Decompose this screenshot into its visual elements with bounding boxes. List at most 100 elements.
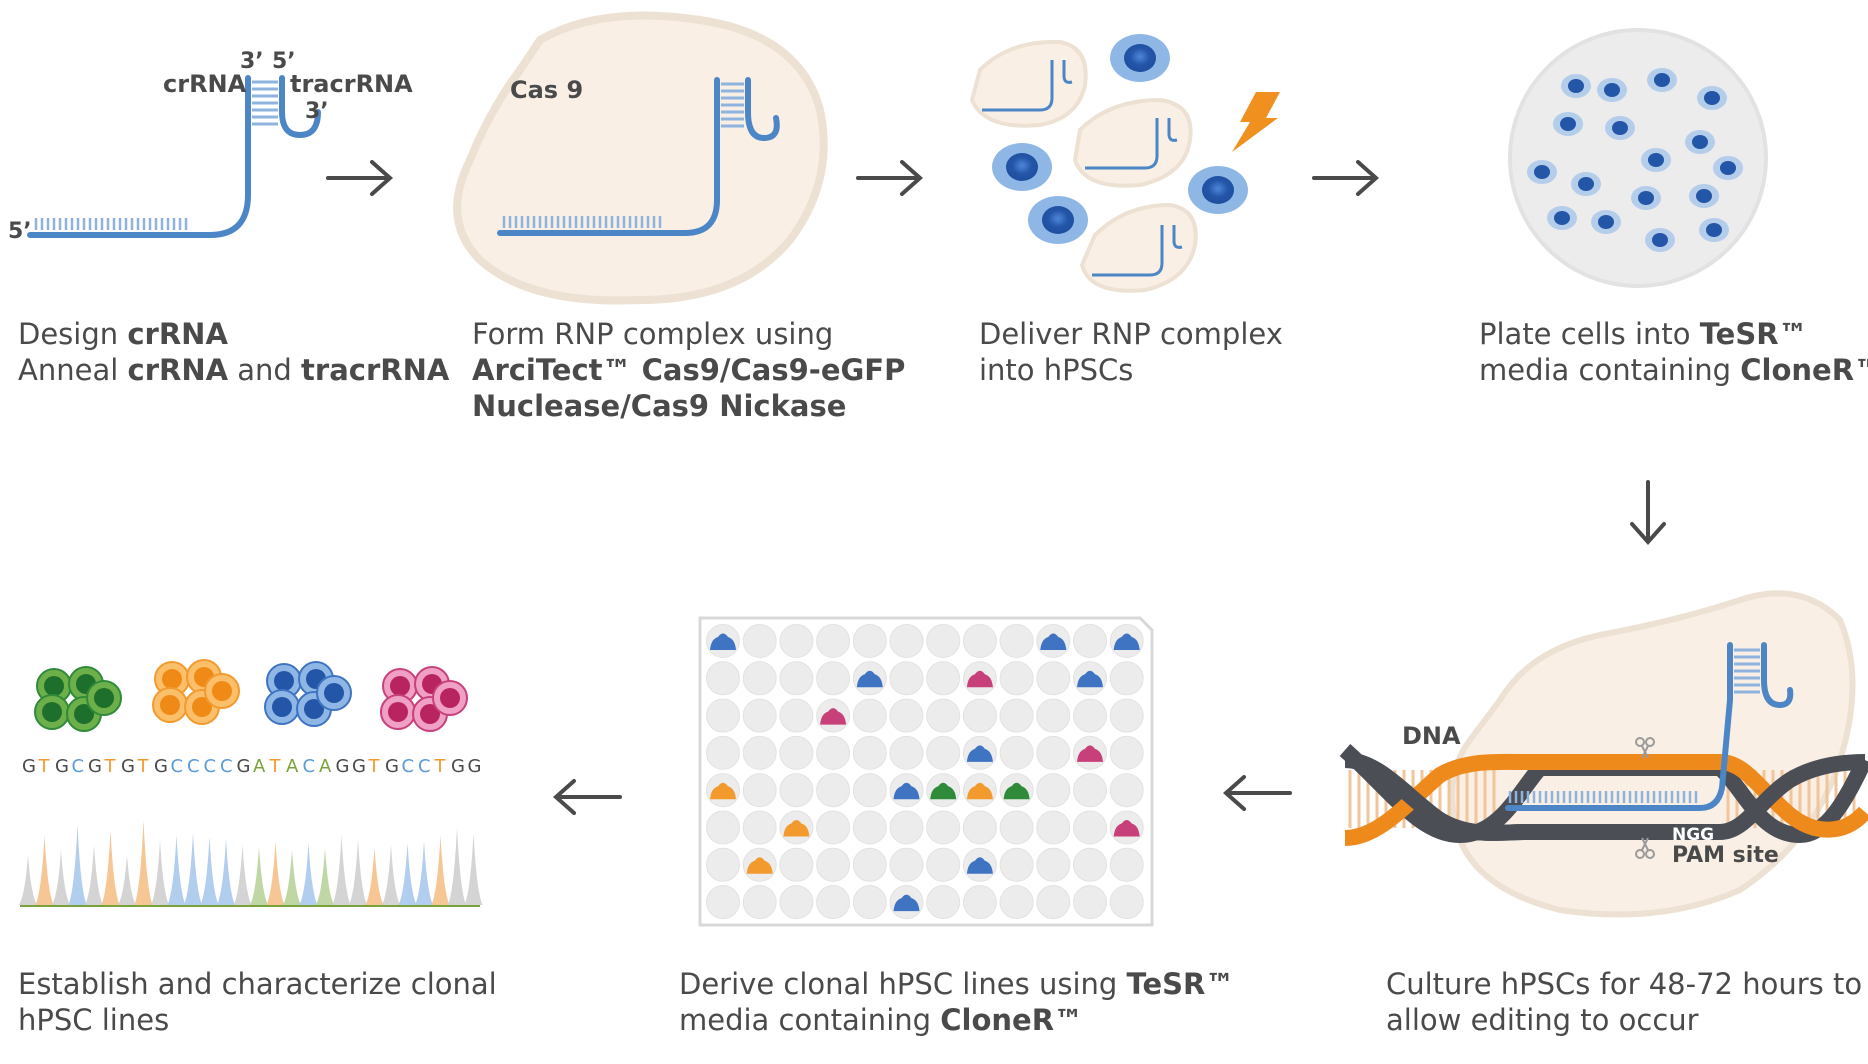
plate-well [779, 624, 814, 658]
plate-well [962, 885, 997, 920]
plate-well [926, 624, 961, 658]
plate-well [1109, 847, 1144, 882]
cell-colony [1077, 670, 1103, 688]
label-5prime-top-right: 5’ [272, 49, 296, 74]
plate-well [889, 735, 924, 770]
chromatogram-peak [19, 855, 37, 905]
plated-cell [1699, 218, 1729, 242]
plate-well [852, 698, 887, 733]
sequence-base: T [368, 756, 381, 777]
plated-cell [1553, 112, 1583, 136]
sequence-base: C [418, 756, 431, 777]
plate-well [926, 810, 961, 845]
arrow-left-2 [552, 779, 622, 815]
chromatogram-peak [52, 850, 70, 905]
label-dna: DNA [1402, 722, 1461, 750]
plated-cell [1597, 78, 1627, 102]
plate-well [706, 735, 740, 770]
sequence-base: G [451, 756, 465, 777]
step4-plated-dish-illustration [1508, 28, 1768, 288]
plate-well [742, 661, 777, 696]
chromatogram-peak [398, 843, 417, 905]
plate-well [1073, 624, 1107, 658]
label-ngg: NGG [1672, 825, 1714, 845]
plate-well [1036, 847, 1071, 882]
plated-cell [1689, 184, 1719, 208]
plate-well [779, 661, 814, 696]
step6-96-well-plate [698, 616, 1154, 927]
cell-colony [710, 633, 736, 650]
plate-well [1073, 810, 1107, 845]
plate-well [1036, 773, 1071, 808]
cell-colony [1040, 633, 1067, 650]
step1-caption: Design crRNA Anneal crRNA and tracrRNA [18, 317, 450, 387]
label-tracrrna: tracrRNA [290, 70, 413, 98]
plate-well [706, 661, 740, 696]
plate-well [816, 885, 851, 920]
plate-well [742, 810, 777, 845]
label-cas9: Cas 9 [510, 76, 583, 104]
plate-well [926, 847, 961, 882]
plate-well [742, 773, 777, 808]
plate-well [889, 624, 924, 658]
cell-nucleus [1028, 196, 1088, 244]
sequence-base: G [385, 756, 399, 777]
plate-well [999, 735, 1034, 770]
cell-colony [1113, 820, 1140, 837]
sequence-base: C [402, 756, 415, 777]
label-crrna: crRNA [163, 70, 247, 98]
sequence-base: T [269, 756, 282, 777]
chromatogram-peak [118, 855, 136, 905]
step7-caption: Establish and characterize clonal hPSC l… [18, 967, 497, 1037]
plated-cell [1571, 172, 1601, 196]
plate-well [852, 810, 887, 845]
plate-well [926, 735, 961, 770]
cell-colony [966, 670, 993, 688]
plate-well [999, 698, 1034, 733]
clonal-cell-cluster [264, 661, 352, 727]
step3-caption: Deliver RNP complex into hPSCs [979, 317, 1283, 387]
arrow-right-3 [1312, 160, 1380, 196]
plate-well [742, 624, 777, 658]
chromatogram-peak [299, 843, 318, 905]
plate-well [999, 847, 1034, 882]
cell-colony [966, 782, 993, 800]
cell-nucleus [1188, 166, 1248, 214]
step2-caption: Form RNP complex using ArciTect™ Cas9/Ca… [472, 317, 906, 423]
sequence-base: C [187, 756, 200, 777]
sequence-base: C [171, 756, 184, 777]
plate-well [889, 810, 924, 845]
plate-well [816, 773, 851, 808]
arrow-left-1 [1222, 775, 1292, 811]
chromatogram-peak [464, 833, 483, 905]
step1-guide-rna-illustration: 5’ 3’ 5’ crRNA tracrRNA 3’ [8, 49, 413, 244]
step3-delivery-illustration [969, 34, 1280, 293]
plate-well [779, 735, 814, 770]
plate-well [999, 810, 1034, 845]
plate-well [816, 624, 851, 658]
chromatogram-peak [448, 827, 466, 905]
sequence-base: G [237, 756, 251, 777]
chromatogram-peak [316, 848, 334, 905]
plate-well [999, 624, 1034, 658]
plate-well [779, 885, 814, 920]
plated-cell [1547, 206, 1577, 230]
chromatogram-peak [35, 835, 54, 905]
plate-well [816, 810, 851, 845]
plate-well [816, 847, 851, 882]
cell-nucleus [992, 143, 1052, 191]
plated-cell [1713, 156, 1743, 180]
clonal-cell-cluster [152, 659, 240, 725]
well-plate-frame [698, 616, 1154, 927]
plate-well [1109, 885, 1144, 920]
plated-cell [1605, 116, 1635, 140]
plate-well [1036, 698, 1071, 733]
plated-cell [1641, 148, 1671, 172]
plate-well [1036, 661, 1071, 696]
sequence-base: G [88, 756, 102, 777]
plated-cell [1591, 210, 1621, 234]
plate-well [816, 735, 851, 770]
chromatogram-peak [266, 841, 285, 905]
cell-colony [856, 670, 883, 688]
step4-caption: Plate cells into TeSR™ media containing … [1479, 317, 1868, 387]
